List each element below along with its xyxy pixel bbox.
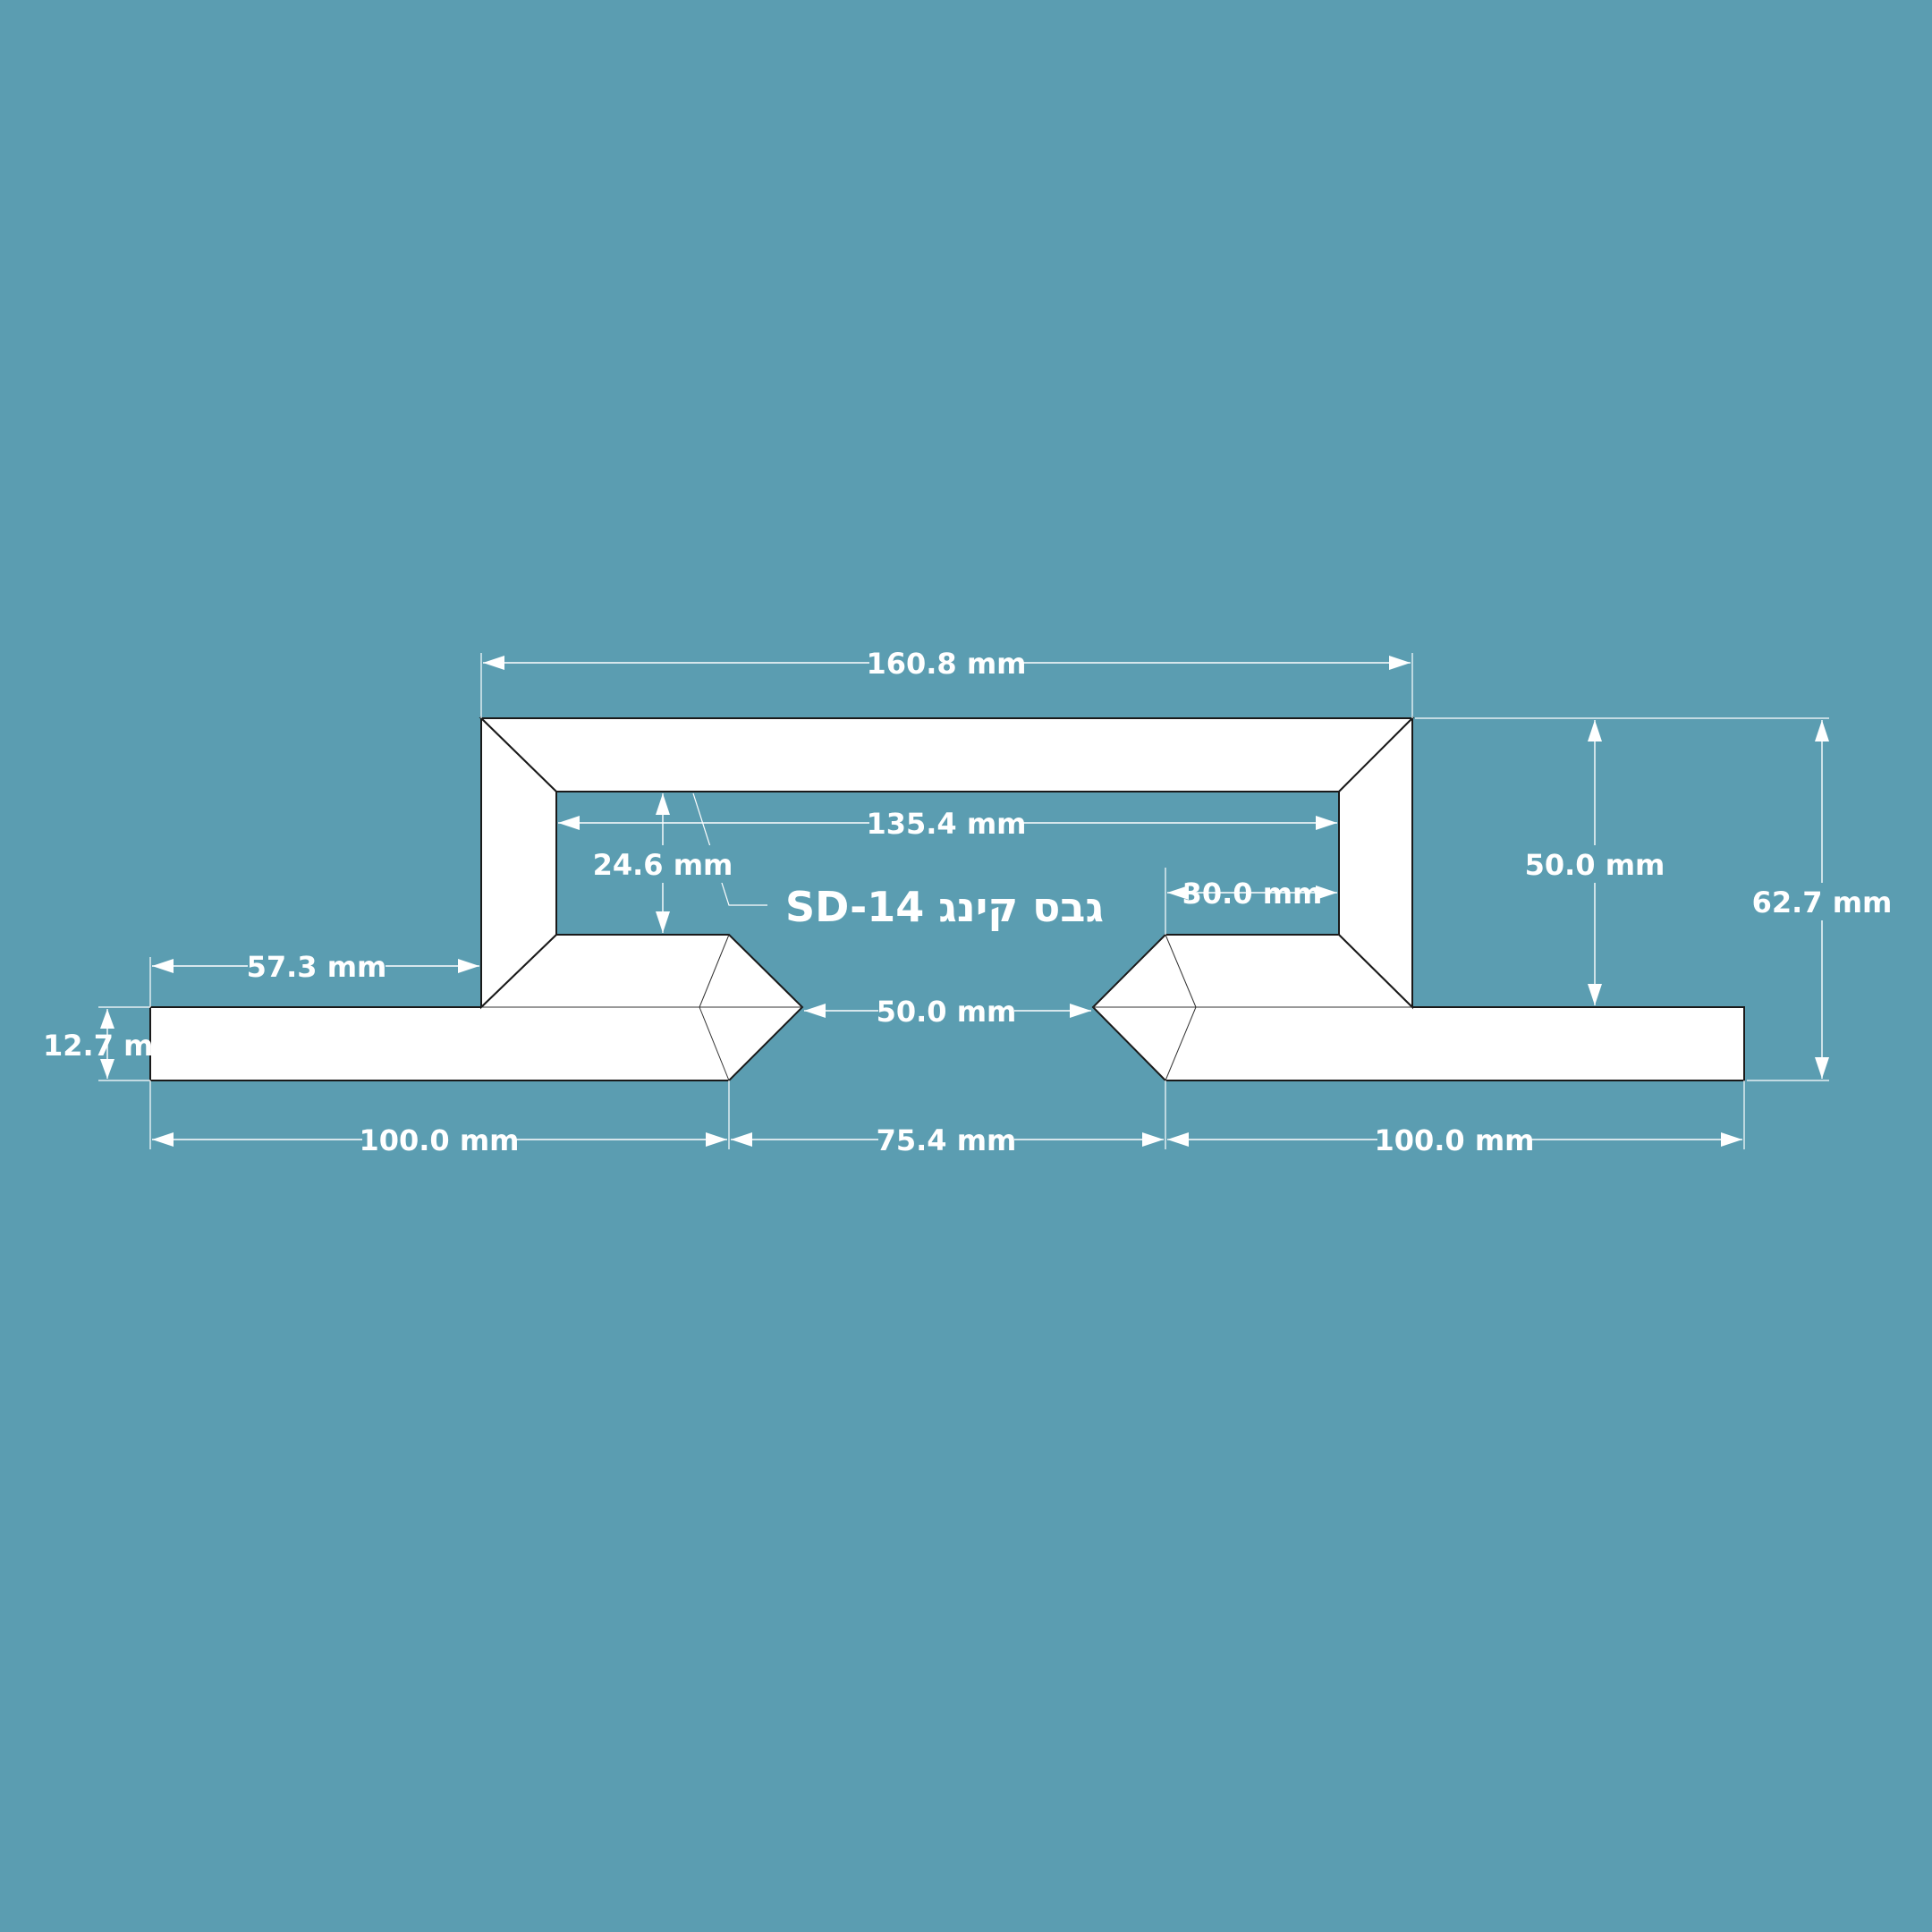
extension-lines xyxy=(98,653,1829,1149)
frame-left-leg xyxy=(480,716,557,1010)
dim-inner-depth: 24.6 mm xyxy=(593,848,733,882)
dim-right-flange: 100.0 mm xyxy=(1374,1123,1534,1157)
dim-top-width: 160.8 mm xyxy=(866,647,1026,681)
facet-edges xyxy=(481,934,1412,1081)
dim-lip: 30.0 mm xyxy=(1182,877,1323,911)
dim-gap: 50.0 mm xyxy=(877,995,1017,1029)
dim-left-flange: 100.0 mm xyxy=(359,1123,519,1157)
frame-top-bar xyxy=(479,717,1415,792)
dim-middle-span: 75.4 mm xyxy=(877,1123,1017,1157)
profile-title: SD-14 גבס קינג xyxy=(785,883,1104,931)
dim-inner-width: 135.4 mm xyxy=(866,807,1026,841)
dim-total-height: 62.7 mm xyxy=(1752,886,1893,919)
label-backgrounds xyxy=(248,644,1889,1158)
dim-flange-thickness: 12.7 mm xyxy=(43,1029,183,1063)
dimension-labels: 160.8 mm 135.4 mm 24.6 mm 30.0 mm 57.3 m… xyxy=(43,647,1892,1157)
dim-right-height: 50.0 mm xyxy=(1525,848,1665,882)
profile-part xyxy=(149,716,1745,1081)
dim-left-offset: 57.3 mm xyxy=(247,950,387,984)
frame-right-leg xyxy=(1338,716,1413,1010)
